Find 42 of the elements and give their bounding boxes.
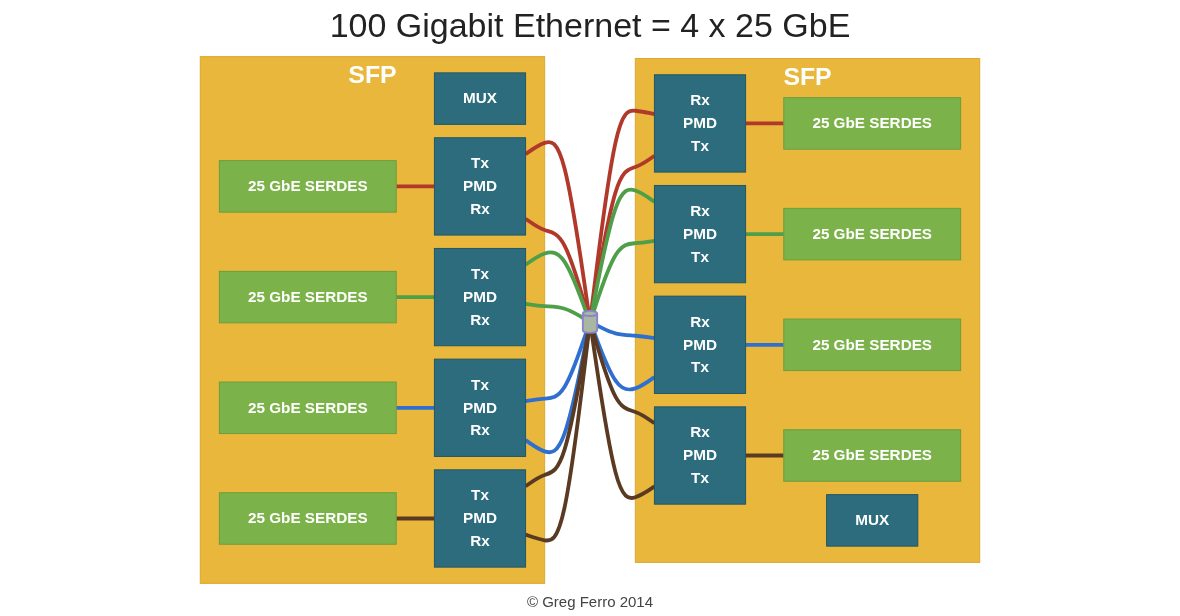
connector	[591, 238, 655, 312]
node-box: Rx PMD Tx	[653, 295, 747, 394]
node-box: 25 GbE SERDES	[783, 318, 962, 372]
connector	[591, 332, 656, 425]
node-box: 25 GbE SERDES	[783, 97, 962, 150]
connector	[524, 250, 588, 313]
node-box: 25 GbE SERDES	[218, 270, 397, 324]
diagram-title: 100 Gigabit Ethernet = 4 x 25 GbE	[329, 6, 851, 45]
connector	[524, 332, 591, 543]
node-box: Rx PMD Tx	[653, 406, 747, 505]
connector	[396, 405, 435, 410]
connector	[524, 140, 591, 312]
node-box: Tx PMD Rx	[433, 247, 527, 347]
connector	[396, 184, 435, 189]
connector	[524, 217, 589, 312]
connector	[525, 331, 589, 403]
copyright-caption: © Greg Ferro 2014	[526, 593, 654, 610]
connector	[745, 453, 784, 458]
connector	[596, 323, 655, 340]
connector	[590, 187, 656, 312]
connector	[590, 154, 656, 312]
node-box: MUX	[433, 72, 527, 125]
node-box: 25 GbE SERDES	[783, 207, 962, 261]
node-box: MUX	[826, 494, 919, 547]
node-box: 25 GbE SERDES	[218, 160, 397, 213]
node-box: 25 GbE SERDES	[783, 429, 962, 482]
connector	[589, 332, 656, 500]
node-box: 25 GbE SERDES	[218, 492, 397, 545]
connector	[745, 232, 784, 237]
connector	[525, 301, 584, 320]
connector	[396, 516, 435, 521]
node-box: Rx PMD Tx	[653, 184, 747, 284]
connector	[396, 295, 435, 299]
node-box: 25 GbE SERDES	[218, 381, 397, 435]
node-cylinder	[581, 309, 599, 334]
node-box: Tx PMD Rx	[433, 358, 527, 457]
node-box: Tx PMD Rx	[433, 137, 527, 236]
node-box: Tx PMD Rx	[433, 469, 527, 568]
connector	[745, 342, 784, 347]
connector	[745, 121, 784, 126]
node-box: Rx PMD Tx	[653, 74, 747, 173]
connector	[524, 332, 590, 488]
